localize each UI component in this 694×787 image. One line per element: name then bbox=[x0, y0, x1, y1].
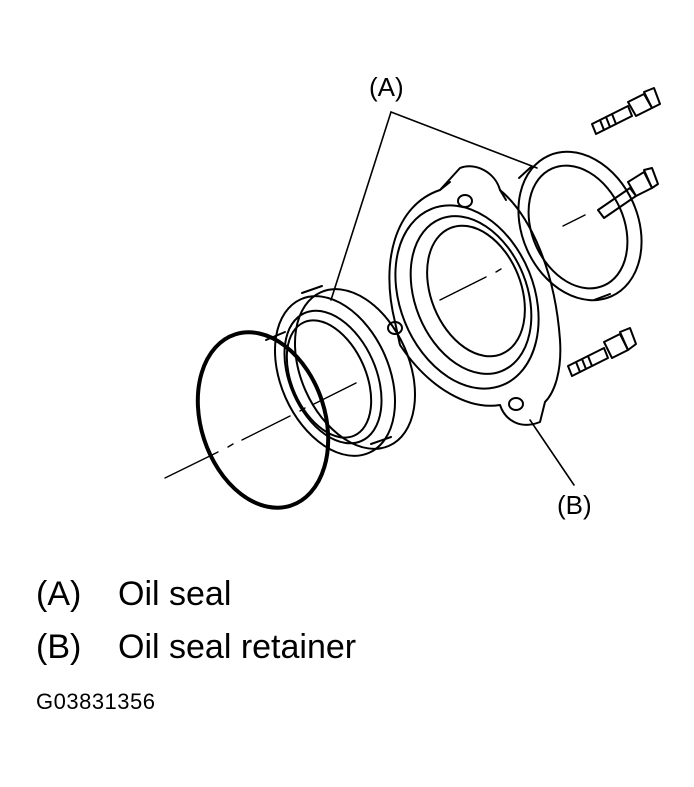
spacer-ring bbox=[517, 150, 643, 302]
legend-label: Oil seal retainer bbox=[118, 628, 357, 666]
leader-line-b bbox=[529, 419, 575, 486]
exploded-view-diagram bbox=[164, 87, 661, 510]
oil-seal bbox=[265, 285, 417, 457]
oil-seal-retainer bbox=[387, 165, 562, 426]
legend-key: (A) bbox=[36, 575, 82, 613]
callout-a-label: (A) bbox=[369, 72, 404, 102]
bolt-middle bbox=[597, 167, 659, 219]
legend-item-oil-seal: (A) Oil seal bbox=[36, 576, 231, 612]
center-axis bbox=[164, 214, 586, 479]
legend-item-oil-seal-retainer: (B) Oil seal retainer bbox=[36, 629, 356, 665]
bolt-top bbox=[591, 87, 661, 135]
callout-b-label: (B) bbox=[557, 490, 592, 520]
bolt-bottom bbox=[567, 327, 637, 377]
figure-id: G03831356 bbox=[36, 689, 156, 714]
leader-lines-a bbox=[330, 111, 538, 301]
legend-label: Oil seal bbox=[118, 575, 232, 613]
o-ring bbox=[195, 330, 331, 510]
legend-key: (B) bbox=[36, 628, 82, 666]
